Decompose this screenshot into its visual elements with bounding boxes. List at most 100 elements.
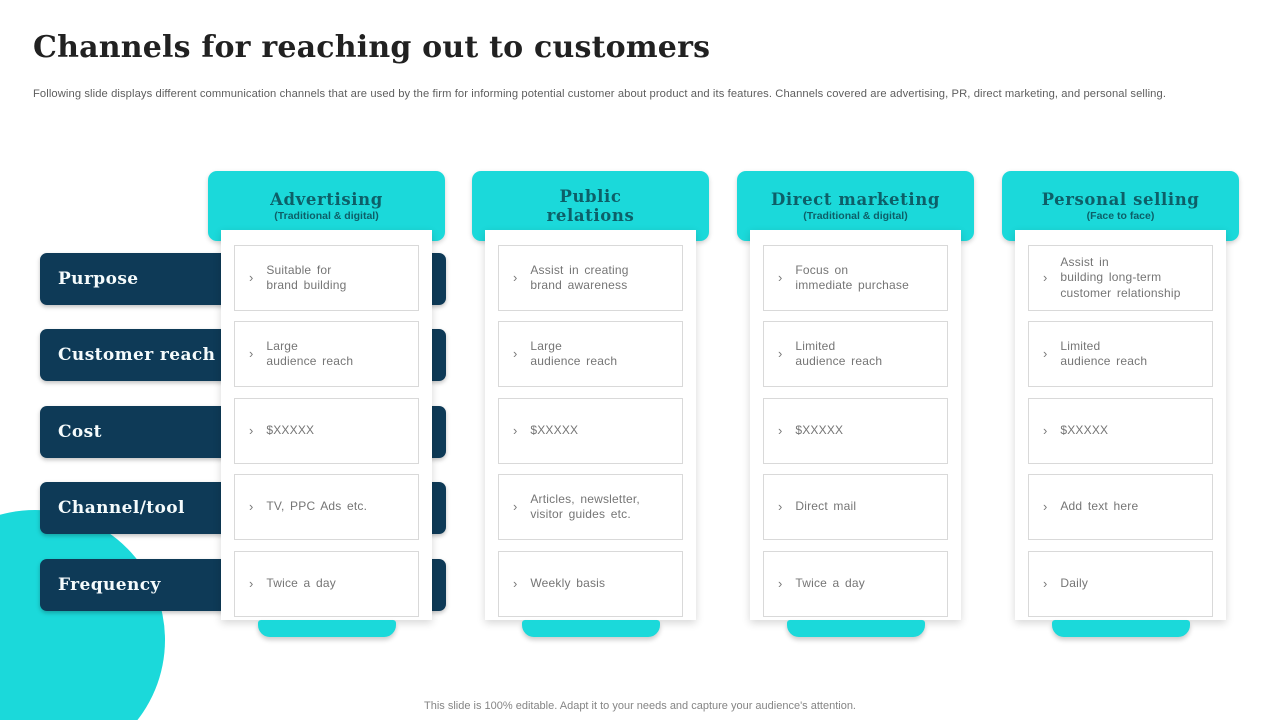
chevron-bullet-icon: › [249, 269, 254, 285]
chevron-bullet-icon: › [778, 575, 783, 591]
cell-text-line: Direct mail [795, 499, 857, 514]
column-footer-accent [1052, 620, 1190, 637]
chevron-bullet-icon: › [778, 498, 783, 514]
cell-frequency-direct-marketing: ›Twice a day [763, 551, 948, 617]
cell-frequency-public-relations: ›Weekly basis [498, 551, 683, 617]
cell-text-line: brand awareness [530, 278, 628, 292]
footer-note: This slide is 100% editable. Adapt it to… [424, 700, 856, 712]
cell-text-line: customer relationship [1060, 285, 1181, 300]
cell-frequency-personal-selling: › Daily [1028, 551, 1213, 617]
column-title: Direct marketing [771, 189, 940, 209]
cell-text: Add text here [1060, 499, 1138, 515]
chevron-bullet-icon: › [778, 422, 783, 438]
cell-text: Daily [1060, 576, 1088, 592]
cell-text-line: $XXXXX [266, 423, 315, 438]
cell-text-line: building long-term [1060, 270, 1162, 285]
cell-text-line: audience reach [1060, 354, 1148, 368]
chevron-bullet-icon: › [249, 575, 254, 591]
column-subtitle: (Face to face) [1086, 210, 1155, 223]
column-subtitle: (Traditional & digital) [274, 210, 379, 223]
cell-text-line: Limited [1060, 338, 1101, 353]
cell-text: $XXXXX [266, 423, 314, 439]
cell-text: Twice a day [266, 576, 336, 592]
cell-channel-tool-public-relations: › Articles, newsletter,visitor guides etc… [498, 474, 683, 540]
cell-text-line: Articles, newsletter, [530, 491, 640, 506]
chevron-bullet-icon: › [513, 269, 518, 285]
cell-text: Articles, newsletter,visitor guides etc. [530, 492, 640, 523]
chevron-bullet-icon: › [249, 422, 254, 438]
cell-text-line: $XXXXX [1060, 423, 1109, 438]
cell-cost-public-relations: › $XXXXX [498, 398, 683, 464]
cell-cost-direct-marketing: › $XXXXX [763, 398, 948, 464]
cell-text-line: visitor guides etc. [530, 507, 631, 521]
cell-text: $XXXXX [795, 423, 843, 439]
cell-text-line: Large [266, 338, 299, 353]
column-title: Personal selling [1041, 189, 1200, 209]
row-label-text: Frequency [58, 575, 161, 595]
chevron-bullet-icon: › [1043, 345, 1048, 361]
column-footer-accent [522, 620, 660, 637]
row-label-text: Channel/tool [58, 498, 185, 518]
row-label-text: Purpose [58, 269, 139, 289]
cell-frequency-advertising: › Twice a day [234, 551, 419, 617]
cell-channel-tool-advertising: › TV, PPC Ads etc. [234, 474, 419, 540]
cell-text-line: audience reach [266, 354, 354, 368]
cell-text-line: Assist in [1060, 254, 1109, 269]
cell-text-line: immediate purchase [795, 278, 909, 292]
cell-channel-tool-direct-marketing: › Direct mail [763, 474, 948, 540]
cell-text: Direct mail [795, 499, 856, 515]
cell-text: TV, PPC Ads etc. [266, 499, 367, 515]
cell-text-line: Daily [1060, 576, 1089, 591]
cell-text: $XXXXX [530, 423, 578, 439]
cell-text-line: Assist in creating [530, 262, 629, 277]
cell-text: $XXXXX [1060, 423, 1108, 439]
chevron-bullet-icon: › [1043, 575, 1048, 591]
chevron-bullet-icon: › [513, 345, 518, 361]
column-title: Public [559, 186, 622, 206]
column-subtitle: (Traditional & digital) [803, 210, 908, 223]
column-header-personal-selling: Personal selling(Face to face) [1002, 171, 1239, 241]
row-label-text: Customer reach [58, 345, 216, 365]
page-title: Channels for reaching out to customers [33, 30, 711, 65]
column-footer-accent [258, 620, 396, 637]
chevron-bullet-icon: › [513, 422, 518, 438]
cell-text-line: Suitable for [266, 262, 332, 277]
cell-text-line: Weekly basis [530, 576, 606, 591]
chevron-bullet-icon: › [778, 269, 783, 285]
cell-text-line: $XXXXX [795, 423, 844, 438]
cell-text-line: Add text here [1060, 499, 1139, 514]
cell-text-line: Focus on [795, 262, 849, 277]
chevron-bullet-icon: › [249, 345, 254, 361]
cell-text-line: $XXXXX [530, 423, 579, 438]
chevron-bullet-icon: › [1043, 422, 1048, 438]
column-header-advertising: Advertising(Traditional & digital) [208, 171, 445, 241]
chevron-bullet-icon: › [778, 345, 783, 361]
column-title: relations [546, 206, 635, 225]
chevron-bullet-icon: › [249, 498, 254, 514]
slide-subtitle: Following slide displays different commu… [33, 88, 1167, 100]
cell-text-line: Limited [795, 338, 836, 353]
cell-cost-personal-selling: › $XXXXX [1028, 398, 1213, 464]
chevron-bullet-icon: › [513, 498, 518, 514]
cyan-circle-decoration [0, 510, 165, 720]
column-footer-accent [787, 620, 925, 637]
column-title: Advertising [270, 189, 383, 209]
